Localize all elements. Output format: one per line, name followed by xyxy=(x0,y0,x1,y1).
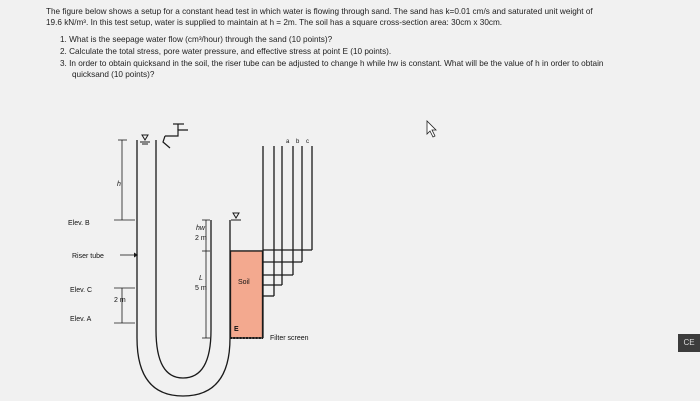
question-list: 1. What is the seepage water flow (cm³/h… xyxy=(60,34,676,80)
label-tube-b: b xyxy=(296,139,300,145)
label-elev-a: Elev. A xyxy=(70,316,92,323)
label-filter-screen: Filter screen xyxy=(270,335,309,342)
question-continuation: quicksand (10 points)? xyxy=(72,70,155,79)
label-tube-c: c xyxy=(306,139,309,145)
soil-sample xyxy=(229,250,264,339)
question-text: Calculate the total stress, pore water p… xyxy=(69,47,392,56)
label-five-m: 5 m xyxy=(195,285,207,292)
mouse-cursor-icon xyxy=(426,120,437,138)
question-2: 2. Calculate the total stress, pore wate… xyxy=(60,46,676,57)
label-two-m-left: 2 m xyxy=(114,297,126,304)
problem-intro-line-2: 19.6 kN/m³. In this test setup, water is… xyxy=(46,18,503,27)
label-h: h xyxy=(117,181,121,188)
label-elev-b: Elev. B xyxy=(68,220,90,227)
label-L: L xyxy=(199,275,203,282)
question-1: 1. What is the seepage water flow (cm³/h… xyxy=(60,34,676,45)
question-text: What is the seepage water flow (cm³/hour… xyxy=(69,35,333,44)
question-number: 1. xyxy=(60,35,67,44)
problem-intro-line-1: The figure below shows a setup for a con… xyxy=(46,7,593,16)
label-tube-a: a xyxy=(286,139,290,145)
question-number: 3. xyxy=(60,59,67,68)
label-riser-tube: Riser tube xyxy=(72,253,104,260)
u-tube-outer-wall xyxy=(136,140,231,397)
label-hw: hw xyxy=(196,225,206,232)
faucet-icon xyxy=(162,123,188,149)
u-tube-inner-wall xyxy=(155,200,212,379)
riser-tube-arrow xyxy=(134,252,138,258)
water-level-marker-container xyxy=(231,212,241,221)
problem-statement: The figure below shows a setup for a con… xyxy=(46,6,676,81)
question-number: 2. xyxy=(60,47,67,56)
side-tab[interactable]: CE xyxy=(678,334,700,352)
question-text: In order to obtain quicksand in the soil… xyxy=(69,59,604,68)
label-soil: Soil xyxy=(238,279,250,286)
label-point-e: E xyxy=(234,326,239,333)
label-elev-c: Elev. C xyxy=(70,287,92,294)
label-two-m-hw: 2 m xyxy=(195,235,207,242)
question-3: 3. In order to obtain quicksand in the s… xyxy=(60,58,676,80)
water-level-marker-riser xyxy=(140,134,150,145)
